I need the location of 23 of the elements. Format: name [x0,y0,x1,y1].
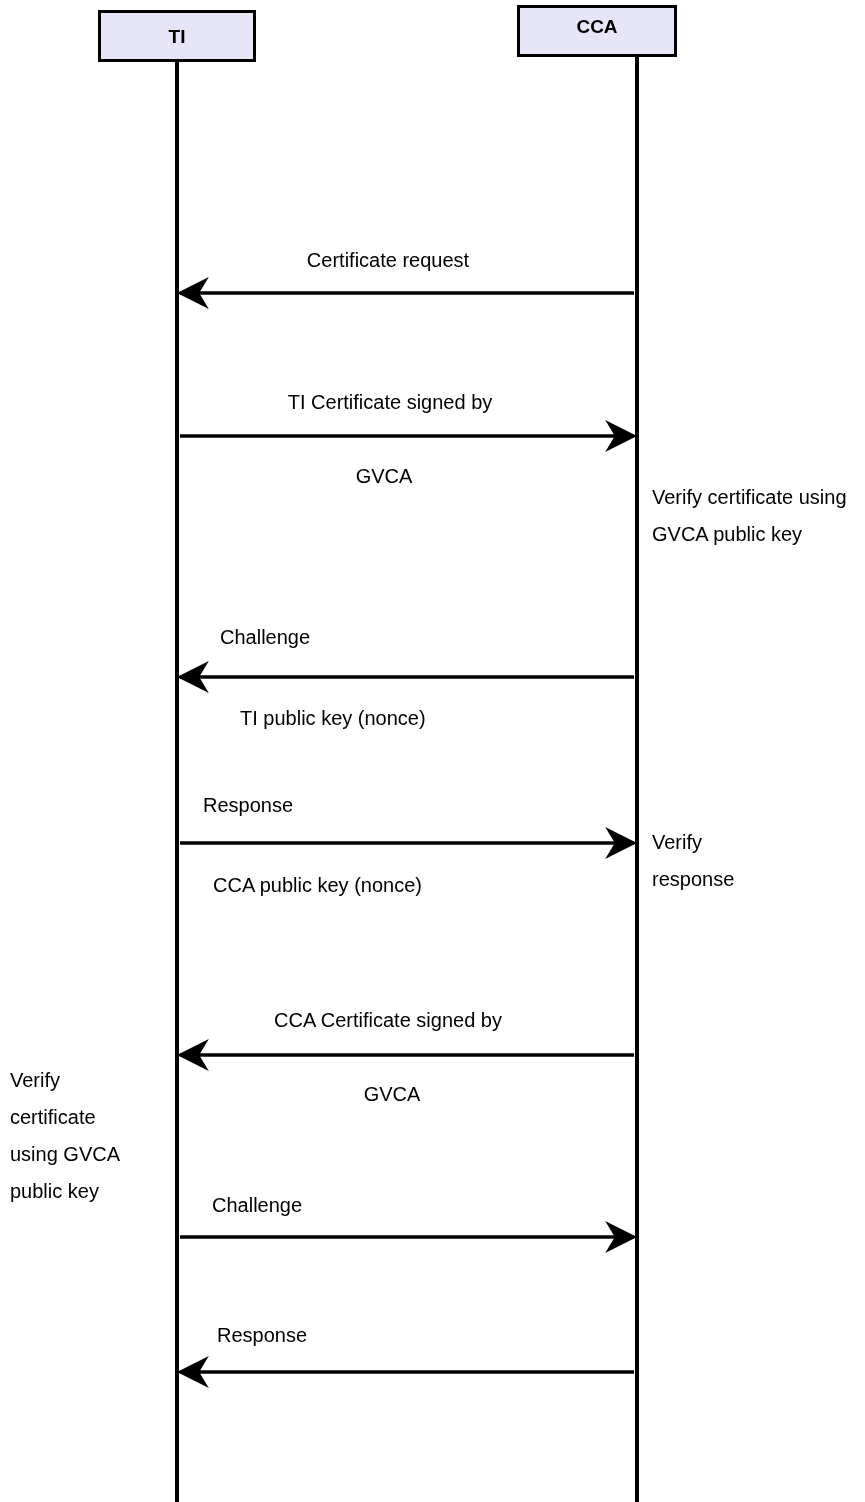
message-arrow [176,661,634,693]
message-arrow [180,420,638,452]
message-label: Certificate request [306,249,470,271]
message-label: Challenge [212,1193,303,1218]
message-label: TI Certificate signed by [287,391,493,413]
message-label: CCA Certificate signed by [274,1009,502,1031]
message-label: CCA public key (nonce) [213,873,422,898]
note-text: Verify certificate using GVCA public key [10,1068,121,1204]
message-arrow [176,1356,634,1388]
message-arrow [180,1221,638,1253]
message-label: Challenge [220,625,311,650]
message-label: GVCA [355,465,413,487]
note-text: Verify certificate using GVCA public key [652,485,847,547]
message-label: GVCA [363,1083,421,1105]
message-label: TI public key (nonce) [240,706,426,731]
message-arrow [180,827,638,859]
message-arrow [176,1039,634,1071]
message-label: Response [217,1323,308,1348]
note-text: Verify response [652,830,736,892]
message-label: Response [203,793,294,818]
participant-box: TI [98,10,256,62]
participant-box: CCA [517,5,677,57]
message-arrow [176,277,634,309]
